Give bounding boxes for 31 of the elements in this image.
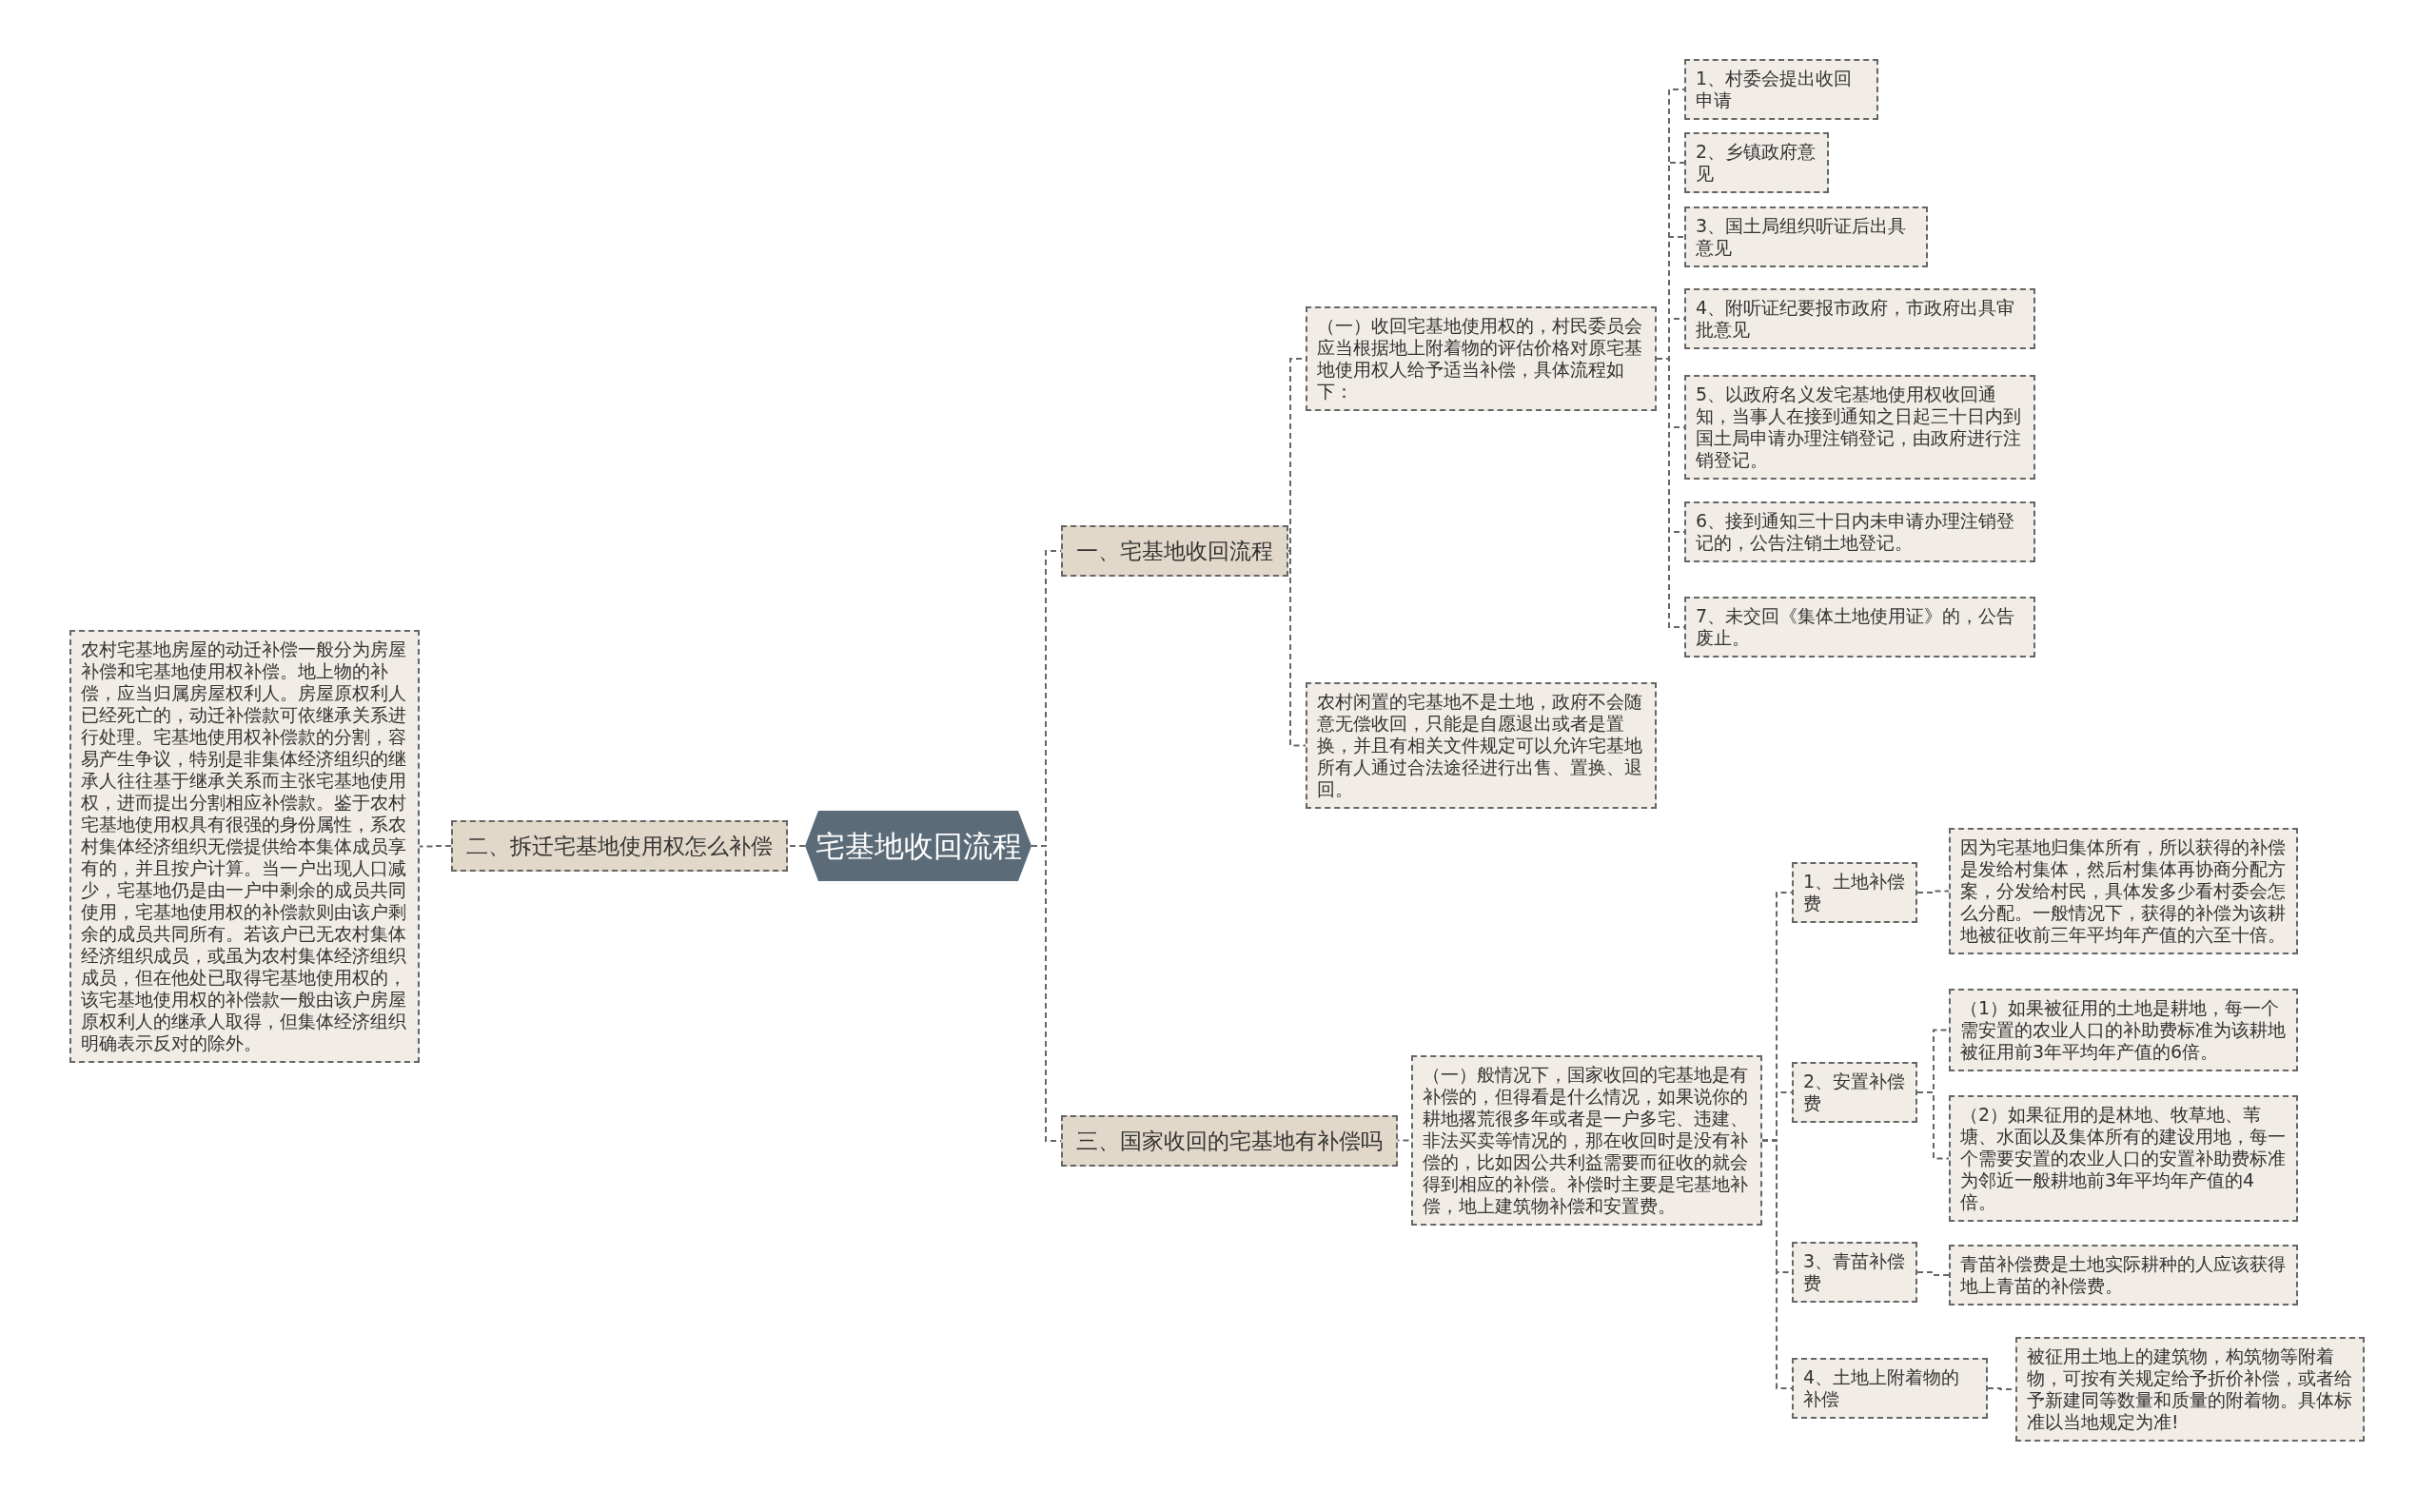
note-box: 6、接到通知三十日内未申请办理注销登记的，公告注销土地登记。 xyxy=(1684,501,2035,562)
note-box: 被征用土地上的建筑物，构筑物等附着物，可按有关规定给予折价补偿，或者给予新建同等数量和质量的附着物。具体标准以当地规定为准! xyxy=(2015,1337,2365,1442)
note-box: 农村闲置的宅基地不是土地，政府不会随意无偿收回，只能是自愿退出或者是置换，并且有相关文件规定可以允许宅基地所有人通过合法途径进行出售、置换、退回。 xyxy=(1306,681,1657,809)
note-box: 因为宅基地归集体所有，所以获得的补偿是发给村集体，然后村集体再协商分配方案，分发给村民，具体发多少看村委会怎么分配。一般情况下，获得的补偿为该耕地被征收前三年平均年产值的六至十倍。 xyxy=(1949,827,2298,954)
connector xyxy=(787,845,806,847)
note-box: （2）如果征用的是林地、牧草地、苇塘、水面以及集体所有的建设用地，每一个需要安置的农业人口的安置补助费标准为邻近一般耕地前3年平均年产值的4倍。 xyxy=(1949,1094,2298,1222)
note-box: 1、土地补偿费 xyxy=(1792,862,1917,923)
connector xyxy=(419,845,452,848)
note-box: 5、以政府名义发宅基地使用权收回通知，当事人在接到通知之日起三十日内到国土局申请办理注销登记，由政府进行注销登记。 xyxy=(1684,375,2035,480)
note-box: 农村宅基地房屋的动迁补偿一般分为房屋补偿和宅基地使用权补偿。地上物的补偿，应当归属房屋权利人。房屋原权利人已经死亡的，动迁补偿款可依继承关系进行处理。宅基地使用权补偿款的分割，容易产生争议，特别是非集体经济组织的继承人往往基于继承关系而主张宅基地使用权，进而提出分割相应补偿款。鉴于农村宅基地使用权具有很强的身份属性，系农村集体经济组织无偿提供给本集体成员享有的，并且按户计算。当一户出现人口减少，宅基地仍是由一户中剩余的成员共同使用，宅基地使用权的补偿款则由该户剩余的成员共同所有。若该户已无农村集体经济组织成员，或虽为农村集体经济组织成员，但在他处已取得宅基地使用权的，该宅基地使用权的补偿款一般由该户房屋原权利人的继承人取得，但集体经济组织明确表示反对的除外。 xyxy=(69,629,420,1063)
branch-box: 二、拆迁宅基地使用权怎么补偿 xyxy=(451,820,788,872)
connector xyxy=(1916,1271,1950,1276)
note-box: （一）般情况下，国家收回的宅基地是有补偿的，但得看是什么情况，如果说你的耕地撂荒很多年或者是一户多宅、违建、非法买卖等情况的，那在收回时是没有补偿的，比如因公共利益需要而征收的就会得到相应的补偿。补偿时主要是宅基地补偿，地上建筑物补偿和安置费。 xyxy=(1411,1054,1762,1226)
central-topic: 宅基地收回流程 xyxy=(805,811,1031,881)
connector xyxy=(1916,1091,1950,1160)
note-box: 7、未交回《集体土地使用证》的，公告废止。 xyxy=(1684,597,2035,658)
note-box: 2、安置补偿费 xyxy=(1792,1062,1917,1123)
branch-box: 三、国家收回的宅基地有补偿吗 xyxy=(1061,1115,1398,1167)
note-box: 1、村委会提出收回申请 xyxy=(1684,59,1878,120)
note-box: 4、附听证纪要报市政府，市政府出具审批意见 xyxy=(1684,288,2035,349)
connector xyxy=(1287,550,1306,747)
note-box: （一）收回宅基地使用权的，村民委员会应当根据地上附着物的评估价格对原宅基地使用权人给予适当补偿，具体流程如下： xyxy=(1306,306,1657,411)
connector xyxy=(1761,1139,1793,1389)
note-box: 2、乡镇政府意见 xyxy=(1684,132,1829,193)
note-box: 3、青苗补偿费 xyxy=(1792,1242,1917,1303)
branch-box: 一、宅基地收回流程 xyxy=(1061,525,1288,577)
note-box: 青苗补偿费是土地实际耕种的人应该获得地上青苗的补偿费。 xyxy=(1949,1245,2298,1306)
note-box: 4、土地上附着物的补偿 xyxy=(1792,1358,1988,1419)
connector xyxy=(1916,890,1950,893)
note-box: （1）如果被征用的土地是耕地，每一个需安置的农业人口的补助费标准为该耕地被征用前3年平均年产值的6倍。 xyxy=(1949,988,2298,1071)
note-box: 3、国土局组织听证后出具意见 xyxy=(1684,206,1928,267)
